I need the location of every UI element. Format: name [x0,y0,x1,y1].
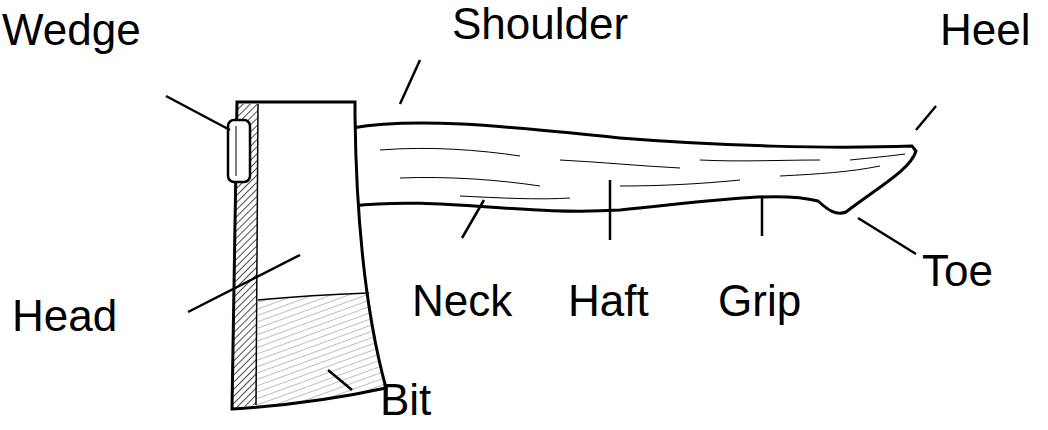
part-label: Haft [568,279,649,323]
leader-lines [166,60,936,390]
axe-handle [352,123,916,213]
axe-head [232,102,386,409]
part-label: Neck [412,279,512,323]
part-label: Heel [940,8,1031,52]
part-label: Head [12,294,117,338]
part-label: Grip [718,279,801,323]
wedge [228,120,250,182]
part-label: Bit [380,378,431,422]
bit-edge [256,293,386,406]
wood-grain [380,148,905,198]
part-label: Toe [922,249,993,293]
part-label: Shoulder [452,2,628,46]
part-label: Wedge [2,8,141,52]
